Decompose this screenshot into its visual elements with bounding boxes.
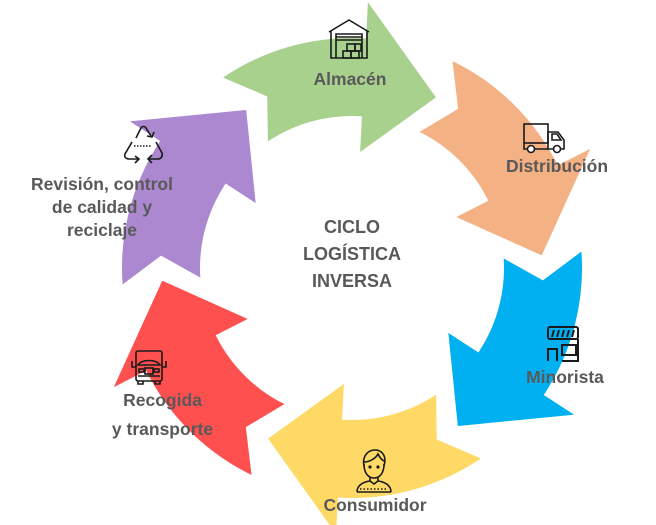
stage-label-minorista: Minorista (526, 367, 604, 387)
person-icon (354, 448, 394, 494)
cycle-arrow-revision (117, 105, 261, 292)
stage-label-consumidor: Consumidor (323, 495, 427, 515)
truck-front-icon (131, 349, 167, 385)
stage-label-line: y transporte (111, 419, 214, 439)
cycle-arrow-consumidor (262, 375, 490, 525)
store-icon (545, 325, 581, 363)
center-title-line: INVERSA (311, 271, 392, 291)
cycle-arrow-minorista (443, 244, 587, 431)
stage-label-line: Revisión, control (31, 174, 173, 194)
warehouse-icon (327, 18, 371, 60)
stage-label-distribucion: Distribución (505, 156, 609, 176)
stage-label-line: reciclaje (66, 220, 138, 240)
center-title: CICLO LOGÍSTICA INVERSA (280, 214, 424, 295)
recycle-icon (120, 122, 166, 166)
cycle-arrow-almacen (214, 0, 442, 161)
stage-label-almacen: Almacén (313, 69, 387, 89)
stage-label-recogida: Recogida y transporte (80, 386, 245, 444)
center-title-line: CICLO (324, 217, 380, 237)
delivery-truck-icon (522, 122, 570, 154)
stage-label-revision: Revisión, control de calidad y reciclaje (14, 173, 190, 242)
center-title-line: LOGÍSTICA (303, 244, 401, 264)
cycle-arrow-distribucion (411, 54, 599, 261)
stage-label-line: de calidad y (51, 197, 153, 217)
stage-label-line: Recogida (123, 390, 202, 410)
